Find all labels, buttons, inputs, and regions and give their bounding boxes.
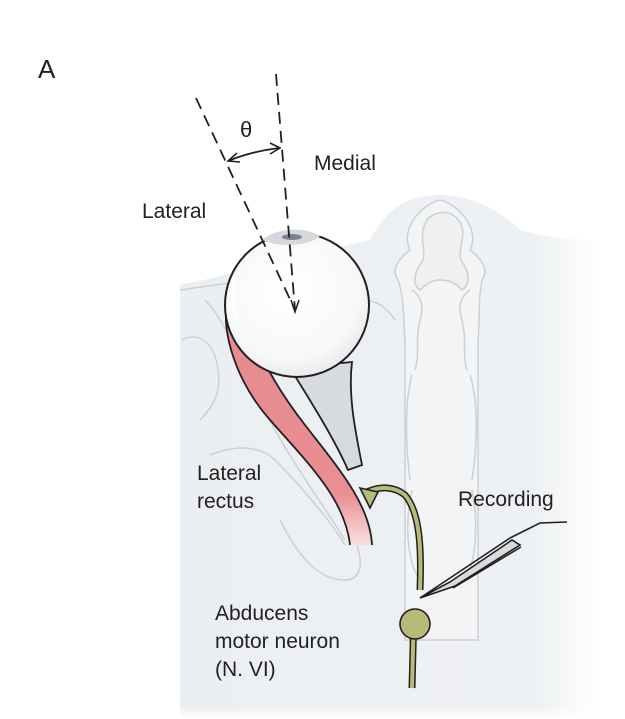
- medial-axis-line: [275, 73, 296, 311]
- panel-label: A: [38, 54, 56, 84]
- recording-electrode: [419, 521, 568, 599]
- neuron-label-line1: Abducens: [215, 602, 308, 625]
- theta-label: θ: [240, 117, 252, 142]
- lateral-axis-line: [195, 97, 296, 311]
- neuron-label-line2: motor neuron: [215, 630, 340, 653]
- lateral-rectus-muscle: [225, 295, 372, 545]
- abducens-neuron: [358, 484, 431, 689]
- optic-nerve: [288, 360, 364, 472]
- lateral-rectus-label-line1: Lateral: [197, 462, 261, 485]
- neuron-label-line3: (N. VI): [215, 658, 276, 681]
- recording-label: Recording: [458, 488, 554, 511]
- lateral-rectus-label-line2: rectus: [197, 490, 254, 513]
- lateral-label: Lateral: [142, 200, 206, 223]
- medial-label: Medial: [314, 152, 376, 175]
- theta-arc: [226, 142, 282, 163]
